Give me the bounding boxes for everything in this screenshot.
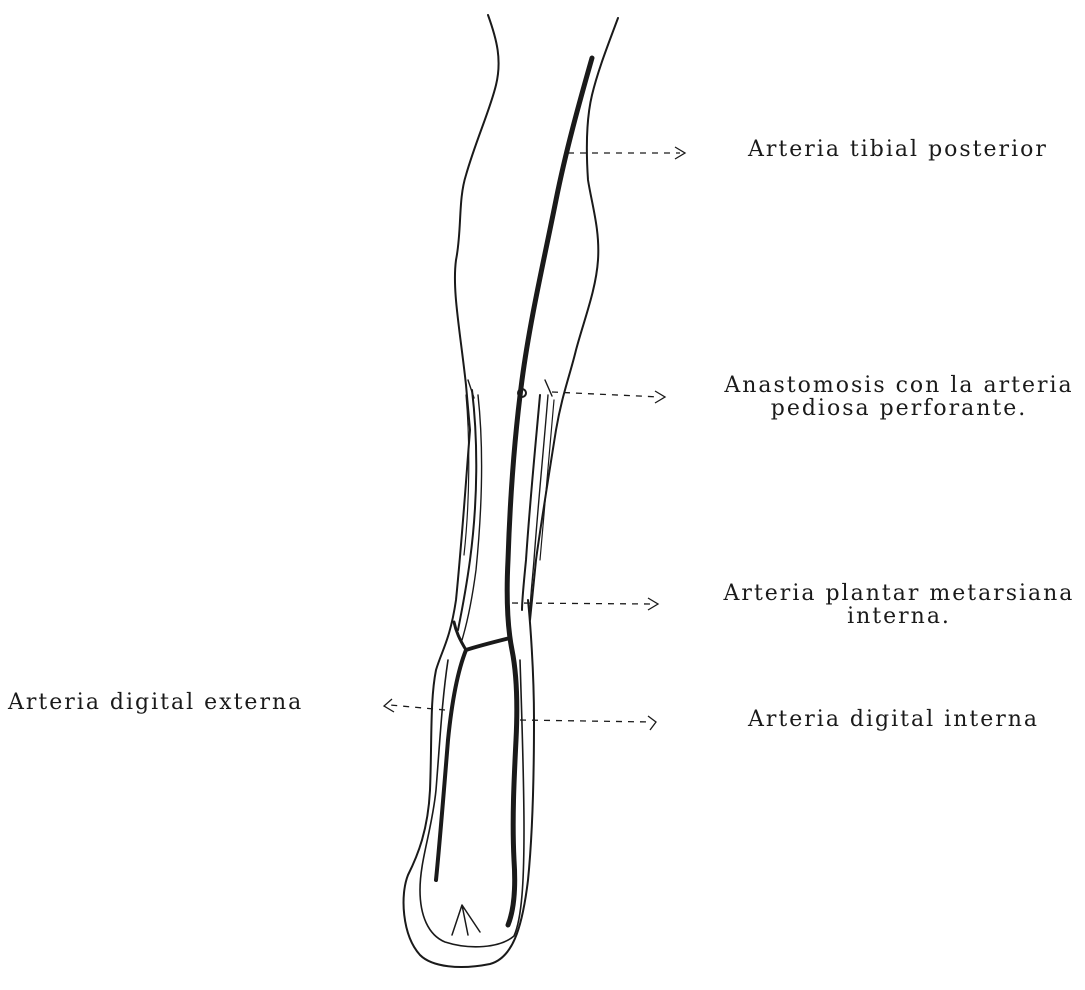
label-plantar-line1: Arteria plantar metarsiana bbox=[718, 582, 1080, 605]
label-digital-externa: Arteria digital externa bbox=[8, 691, 303, 714]
leader-digital-externa bbox=[390, 705, 445, 710]
artery-branch-small bbox=[454, 622, 466, 650]
bone-outline bbox=[420, 660, 524, 947]
tendon-right-1 bbox=[522, 395, 540, 610]
tendon-right-3 bbox=[540, 400, 554, 560]
artery-tibial-posterior bbox=[507, 58, 592, 925]
leader-plantar bbox=[512, 603, 654, 604]
artery-digital-externa bbox=[436, 638, 510, 880]
label-plantar-line2: interna. bbox=[718, 605, 1080, 628]
leader-digital-interna bbox=[520, 720, 652, 722]
hoof-mark bbox=[452, 905, 480, 935]
label-tibial-posterior: Arteria tibial posterior bbox=[748, 138, 1048, 161]
label-anastomosis-line1: Anastomosis con la arteria bbox=[718, 374, 1080, 397]
label-plantar-metarsiana: Arteria plantar metarsiana interna. bbox=[718, 582, 1080, 628]
leader-anastomosis bbox=[552, 392, 660, 397]
arrowhead-digital-interna bbox=[648, 716, 656, 730]
label-anastomosis: Anastomosis con la arteria pediosa perfo… bbox=[718, 374, 1080, 420]
label-digital-interna: Arteria digital interna bbox=[748, 708, 1039, 731]
tendon-left-2 bbox=[462, 395, 482, 640]
label-anastomosis-line2: pediosa perforante. bbox=[718, 397, 1080, 420]
